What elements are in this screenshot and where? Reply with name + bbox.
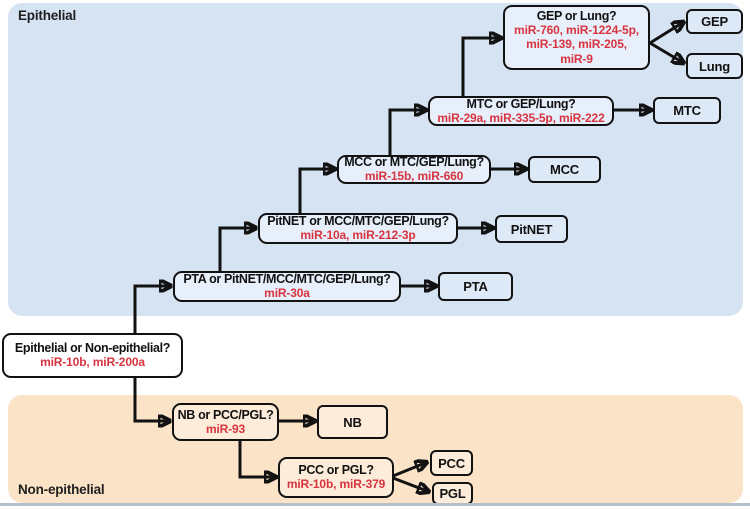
mirna-text: miR-15b, miR-660	[364, 169, 464, 184]
question-text: PCC or PGL?	[298, 463, 374, 478]
decision-node-pta: PTA or PitNET/MCC/MTC/GEP/Lung? miR-30a	[173, 271, 401, 302]
decision-node-mtc: MTC or GEP/Lung? miR-29a, miR-335-5p, mi…	[428, 96, 614, 126]
terminal-box-nb: NB	[317, 405, 388, 439]
question-text: GEP or Lung?	[536, 8, 617, 23]
arrow-root-to-pta	[133, 286, 169, 333]
terminal-box-pgl: PGL	[432, 482, 473, 505]
non-epithelial-region-label: Non-epithelial	[18, 482, 105, 497]
terminal-box-pta: PTA	[438, 272, 513, 301]
mirna-text: miR-10b, miR-200a	[40, 355, 145, 370]
decision-node-nb: NB or PCC/PGL? miR-93	[172, 403, 279, 441]
question-text: PitNET or MCC/MTC/GEP/Lung?	[267, 214, 449, 229]
arrow-mcc-to-mtc	[388, 110, 424, 155]
terminal-box-pitnet: PitNET	[495, 215, 568, 243]
decision-node-root: Epithelial or Non-epithelial? miR-10b, m…	[2, 333, 183, 378]
arrow-pccpgl-to-pgl	[392, 476, 427, 491]
mirna-text: miR-10a, miR-212-3p	[300, 228, 416, 243]
arrow-geplung-to-lung	[649, 41, 682, 62]
terminal-box-mtc: MTC	[653, 97, 721, 124]
mirna-text: miR-760, miR-1224-5p, miR-139, miR-205, …	[514, 22, 639, 66]
arrow-pccpgl-to-pcc	[392, 463, 425, 478]
arrow-nb-to-pccpgl	[238, 440, 274, 477]
mirna-text: miR-10b, miR-379	[286, 477, 386, 492]
decision-node-gep-lung: GEP or Lung? miR-760, miR-1224-5p, miR-1…	[503, 5, 650, 70]
arrow-root-to-nb	[133, 377, 168, 421]
arrow-pitnet-to-mcc	[298, 169, 333, 213]
mirna-text: miR-30a	[264, 286, 310, 301]
decision-node-mcc: MCC or MTC/GEP/Lung? miR-15b, miR-660	[337, 155, 491, 184]
mirna-text: miR-29a, miR-335-5p, miR-222	[437, 110, 605, 125]
terminal-box-gep: GEP	[686, 9, 743, 34]
mirna-text: miR-93	[205, 421, 246, 436]
terminal-box-mcc: MCC	[528, 156, 601, 183]
arrow-mtc-to-geplung	[461, 38, 499, 96]
decision-node-pitnet: PitNET or MCC/MTC/GEP/Lung? miR-10a, miR…	[258, 213, 458, 244]
epithelial-region-label: Epithelial	[18, 8, 77, 23]
terminal-box-lung: Lung	[686, 53, 743, 79]
figure-bottom-border	[0, 503, 750, 506]
question-text: MCC or MTC/GEP/Lung?	[344, 155, 484, 170]
arrow-geplung-to-gep	[649, 23, 682, 45]
terminal-box-pcc: PCC	[430, 450, 473, 476]
decision-node-pcc-pgl: PCC or PGL? miR-10b, miR-379	[278, 457, 394, 498]
question-text: PTA or PitNET/MCC/MTC/GEP/Lung?	[183, 272, 391, 287]
question-text: MTC or GEP/Lung?	[466, 96, 576, 111]
question-text: NB or PCC/PGL?	[177, 407, 274, 422]
arrow-pta-to-pitnet	[218, 228, 254, 271]
question-text: Epithelial or Non-epithelial?	[14, 341, 171, 356]
